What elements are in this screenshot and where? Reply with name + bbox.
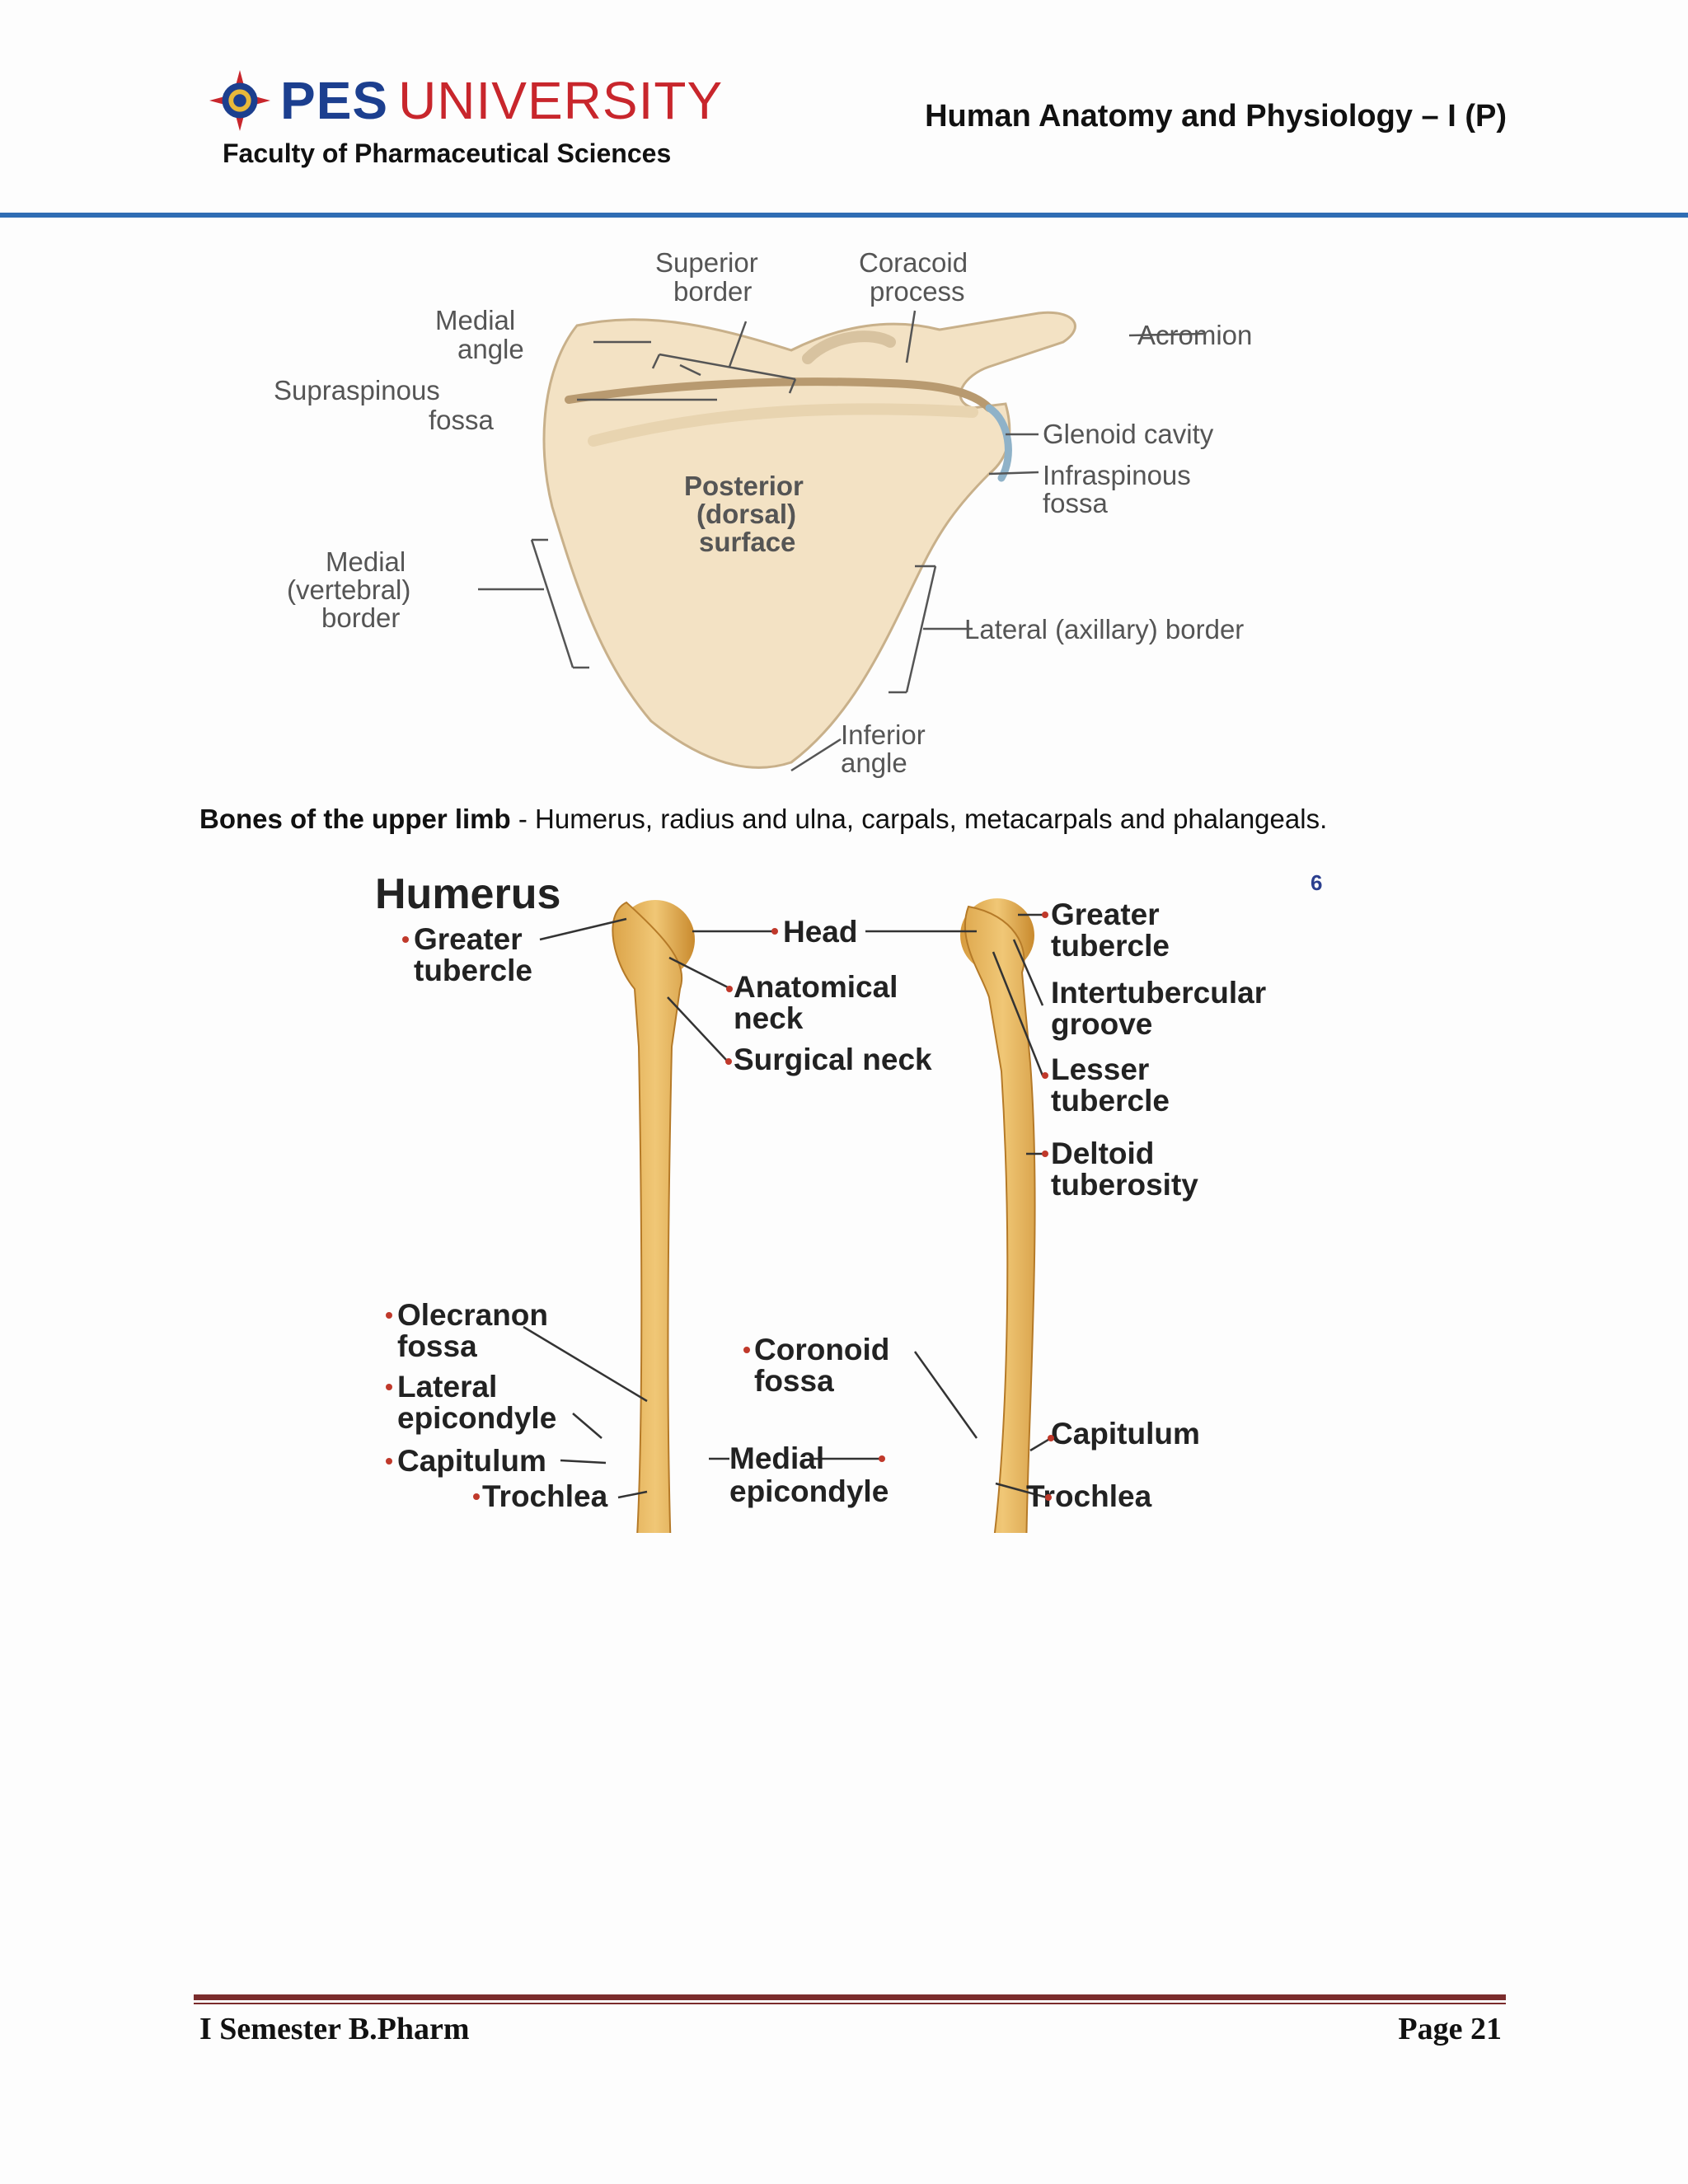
header-divider: [0, 213, 1688, 218]
label-inferior-angle: Inferior: [841, 719, 926, 750]
label-superior-border-2: border: [673, 276, 752, 307]
label-supraspinous-2: fossa: [429, 405, 495, 435]
label-anatomical-neck: Anatomical: [734, 970, 898, 1004]
caption-bold: Bones of the upper limb: [199, 804, 511, 834]
label-coronoid-fossa: Coronoid: [754, 1333, 889, 1366]
label-medial-angle: Medial: [435, 305, 515, 335]
label-capitulum-left: Capitulum: [397, 1444, 546, 1478]
scapula-diagram: Superior border Coracoid process Medial …: [274, 247, 1252, 778]
label-glenoid: Glenoid cavity: [1043, 419, 1214, 449]
humerus-posterior: [960, 898, 1036, 1533]
label-posterior-surface-2: (dorsal): [696, 499, 796, 529]
label-lesser-tubercle-2: tubercle: [1051, 1084, 1170, 1118]
humerus-diagram: Humerus 6 Greater tubercle Head Anatomic…: [375, 870, 1322, 1533]
label-greater-tubercle-left: Greater: [414, 922, 523, 956]
logo-pes-text: PES: [280, 71, 389, 130]
label-surgical-neck: Surgical neck: [734, 1043, 932, 1076]
caption: Bones of the upper limb - Humerus, radiu…: [199, 804, 1327, 835]
label-anatomical-neck-2: neck: [734, 1001, 804, 1035]
label-greater-tubercle-right-2: tubercle: [1051, 929, 1170, 963]
label-head: Head: [783, 915, 857, 949]
label-inferior-angle-2: angle: [841, 748, 907, 778]
label-infraspinous: Infraspinous: [1043, 460, 1191, 490]
caption-text: - Humerus, radius and ulna, carpals, met…: [510, 804, 1328, 834]
label-deltoid-tuberosity-2: tuberosity: [1051, 1168, 1198, 1202]
label-page-marker: 6: [1311, 870, 1322, 895]
label-superior-border: Superior: [655, 247, 758, 278]
logo-university-text: UNIVERSITY: [398, 71, 724, 130]
label-supraspinous: Supraspinous: [274, 375, 440, 405]
footer-divider-thin: [194, 2003, 1506, 2004]
label-intertubercular-groove-2: groove: [1051, 1007, 1152, 1041]
label-capitulum-right: Capitulum: [1051, 1417, 1200, 1451]
footer-divider: [194, 1994, 1506, 2000]
label-trochlea-left: Trochlea: [482, 1479, 608, 1513]
label-coracoid-process: Coracoid: [859, 247, 968, 278]
label-medial-border-3: border: [321, 602, 400, 633]
label-medial-epicondyle: Medial: [729, 1441, 824, 1475]
label-lateral-epicondyle: Lateral: [397, 1370, 497, 1404]
label-infraspinous-2: fossa: [1043, 488, 1109, 518]
label-greater-tubercle-left-2: tubercle: [414, 954, 532, 987]
course-title: Human Anatomy and Physiology – I (P): [925, 99, 1507, 134]
label-medial-angle-2: angle: [457, 334, 524, 364]
label-coronoid-fossa-2: fossa: [754, 1364, 834, 1398]
label-medial-epicondyle-2: epicondyle: [729, 1474, 889, 1508]
label-lesser-tubercle: Lesser: [1051, 1052, 1149, 1086]
label-acromion: Acromion: [1137, 320, 1252, 350]
label-intertubercular-groove: Intertubercular: [1051, 976, 1266, 1010]
footer-semester: I Semester B.Pharm: [199, 2012, 470, 2046]
label-lateral-epicondyle-2: epicondyle: [397, 1401, 556, 1435]
faculty-name: Faculty of Pharmaceutical Sciences: [223, 138, 672, 168]
university-emblem-icon: [209, 69, 271, 132]
label-greater-tubercle-right: Greater: [1051, 898, 1160, 931]
label-olecranon-fossa-2: fossa: [397, 1329, 477, 1363]
footer-page-number: Page 21: [1398, 2012, 1502, 2046]
label-medial-border-2: (vertebral): [287, 574, 410, 605]
label-trochlea-right: Trochlea: [1026, 1479, 1152, 1513]
label-posterior-surface-3: surface: [699, 527, 795, 557]
label-humerus-title: Humerus: [375, 870, 560, 918]
humerus-anterior: [612, 900, 695, 1533]
label-posterior-surface: Posterior: [684, 471, 804, 501]
label-coracoid-process-2: process: [870, 276, 965, 307]
label-olecranon-fossa: Olecranon: [397, 1298, 548, 1332]
logo: PES UNIVERSITY: [208, 68, 723, 134]
label-lateral-border: Lateral (axillary) border: [964, 614, 1244, 644]
label-medial-border: Medial: [326, 546, 406, 577]
label-deltoid-tuberosity: Deltoid: [1051, 1137, 1154, 1170]
